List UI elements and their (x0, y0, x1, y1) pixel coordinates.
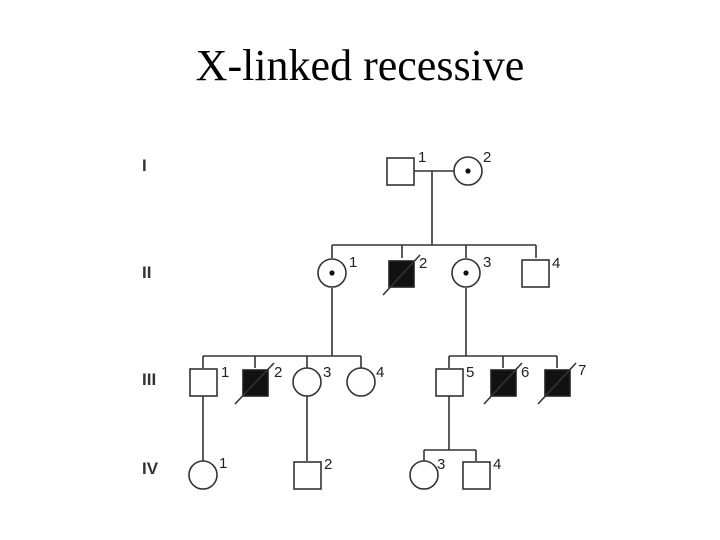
male-symbol (293, 461, 322, 490)
individual-II-3: 3 (451, 254, 491, 288)
individual-III-4: 4 (346, 364, 384, 397)
deceased-slash-icon (234, 362, 275, 405)
individual-IV-1: 1 (188, 455, 227, 490)
generation-label-4: IV (142, 459, 159, 478)
individual-number: 4 (493, 456, 501, 473)
individual-IV-3: 3 (409, 456, 445, 490)
individual-number: 1 (418, 149, 426, 166)
female-symbol (409, 460, 439, 490)
deceased-slash-icon (483, 362, 523, 405)
individual-number: 4 (552, 255, 560, 272)
male-symbol (435, 368, 464, 397)
pedigree-lines (202, 170, 558, 461)
carrier-dot-icon (463, 270, 469, 276)
individual-IV-4: 4 (462, 456, 501, 490)
individual-number: 2 (483, 149, 491, 166)
individual-III-7: 7 (537, 362, 586, 405)
male-symbol (521, 259, 550, 288)
individual-number: 4 (376, 364, 384, 381)
individual-number: 1 (221, 364, 229, 381)
individual-I-2: 2 (453, 149, 491, 186)
individual-number: 2 (274, 364, 282, 381)
generation-label-3: III (142, 370, 156, 389)
carrier-dot-icon (465, 168, 471, 174)
female-symbol (346, 367, 376, 397)
female-symbol (292, 367, 322, 397)
individual-number: 2 (419, 255, 427, 272)
individual-number: 5 (466, 364, 474, 381)
individual-number: 1 (219, 455, 227, 472)
individual-number: 3 (437, 456, 445, 473)
individual-II-2: 2 (382, 254, 427, 296)
individual-II-1: 1 (317, 254, 357, 288)
individual-III-6: 6 (483, 362, 529, 405)
individual-III-3: 3 (292, 364, 331, 397)
deceased-slash-icon (382, 254, 421, 296)
individual-II-4: 4 (521, 255, 560, 288)
individual-number: 7 (578, 362, 586, 379)
individual-III-1: 1 (189, 364, 229, 397)
individual-number: 3 (323, 364, 331, 381)
individual-number: 6 (521, 364, 529, 381)
slide-title: X-linked recessive (195, 41, 525, 90)
male-symbol (462, 461, 491, 490)
individual-III-5: 5 (435, 364, 474, 397)
individual-III-2: 2 (234, 362, 282, 405)
male-symbol (189, 368, 218, 397)
generation-label-2: II (142, 263, 151, 282)
individual-IV-2: 2 (293, 456, 332, 490)
individual-number: 1 (349, 254, 357, 271)
deceased-slash-icon (537, 362, 577, 405)
individual-I-1: 1 (386, 149, 426, 186)
female-symbol (188, 460, 218, 490)
individual-number: 3 (483, 254, 491, 271)
generation-label-1: I (142, 156, 147, 175)
male-symbol (386, 157, 415, 186)
carrier-dot-icon (329, 270, 335, 276)
individual-number: 2 (324, 456, 332, 473)
